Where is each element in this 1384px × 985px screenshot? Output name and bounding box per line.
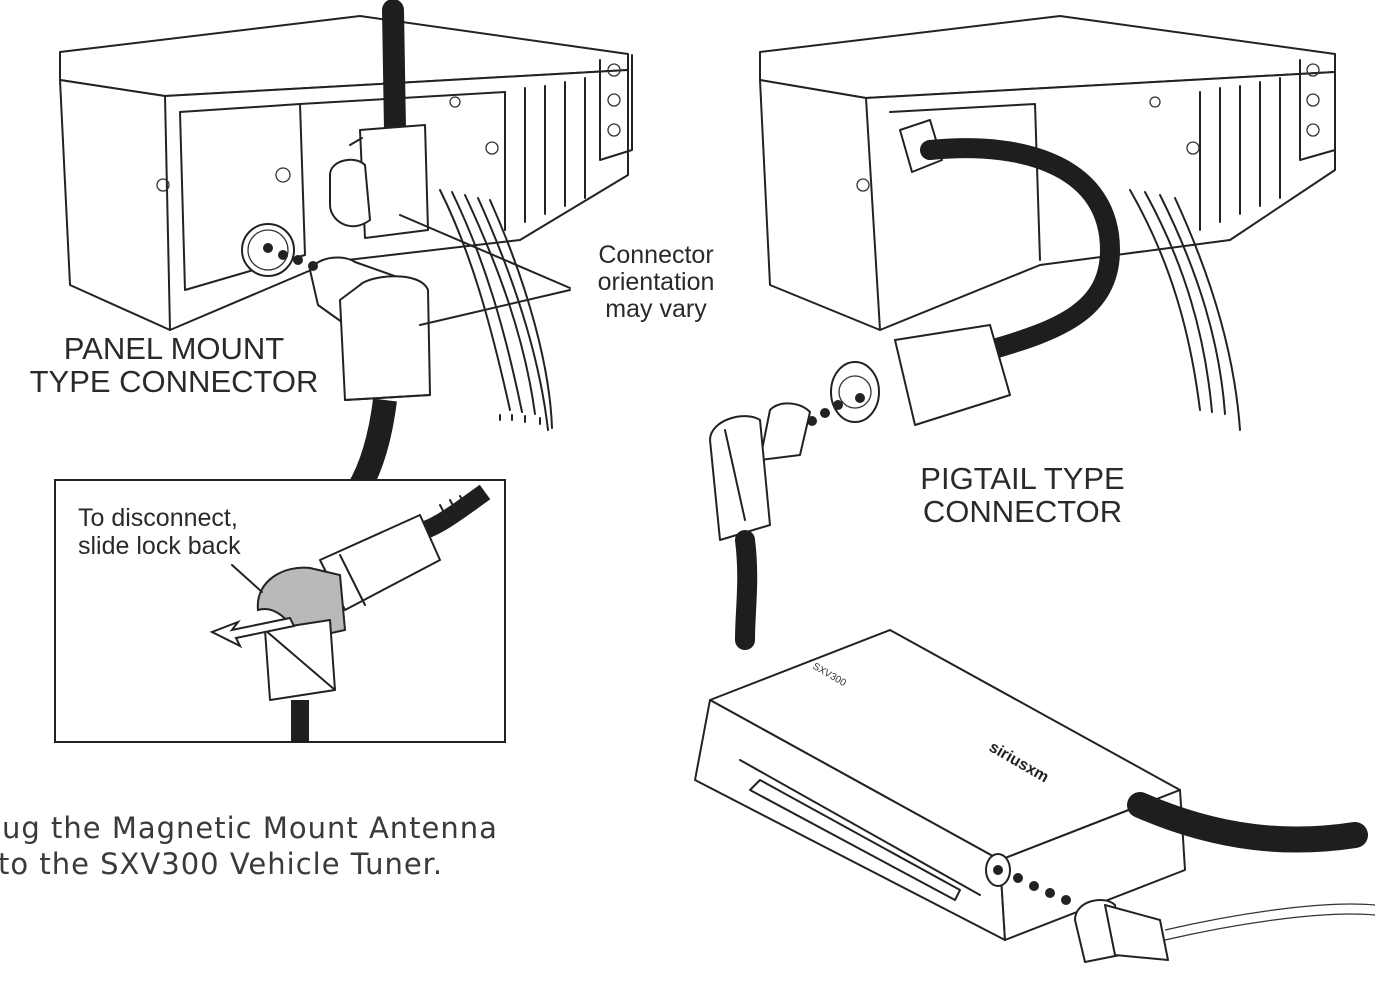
pigtail-line-1: PIGTAIL TYPE	[920, 461, 1125, 496]
panel-mount-line-1: PANEL MOUNT	[63, 331, 285, 366]
connection-dots-right	[807, 400, 843, 426]
disconnect-inset	[54, 479, 506, 743]
radio-unit-right	[759, 15, 1336, 431]
connection-dots-left	[278, 250, 318, 271]
radio-unit-left	[59, 15, 633, 431]
callout-line-upper	[399, 214, 571, 289]
inset-line-1: To disconnect,	[78, 504, 238, 532]
antenna-plug-loose	[709, 402, 811, 650]
antenna-plug-tuner	[1074, 899, 1376, 963]
callout-line-2: orientation	[597, 268, 715, 296]
pigtail-cable	[920, 138, 1121, 360]
callout-line-lower	[419, 289, 571, 326]
callout-line-1: Connector	[598, 241, 714, 269]
tuner-cable	[1127, 792, 1368, 853]
pigtail-receptacle	[830, 324, 1011, 426]
instruction-line-2: to the SXV300 Vehicle Tuner.	[0, 847, 444, 882]
panel-mount-plug	[309, 256, 431, 497]
callout-orientation: Connector orientation may vary	[576, 242, 736, 323]
instruction-text: ug the Magnetic Mount Antenna to the SXV…	[0, 810, 498, 883]
antenna-cable-top	[382, 0, 406, 141]
callout-line-3: may vary	[605, 295, 707, 323]
panel-mount-line-2: TYPE CONNECTOR	[29, 364, 319, 400]
panel-mount-label: PANEL MOUNT TYPE CONNECTOR	[14, 332, 334, 399]
pigtail-line-2: CONNECTOR	[922, 494, 1123, 530]
inset-line-2: slide lock back	[78, 531, 241, 560]
pigtail-label: PIGTAIL TYPE CONNECTOR	[895, 462, 1150, 529]
antenna-cable-panel	[347, 398, 397, 497]
instruction-line-1: ug the Magnetic Mount Antenna	[2, 811, 498, 845]
inset-caption: To disconnect, slide lock back	[78, 504, 241, 560]
upper-connector	[329, 124, 429, 239]
connection-dots-tuner	[1013, 873, 1071, 905]
sxv300-tuner: SXV300 siriusxm	[694, 629, 1186, 941]
